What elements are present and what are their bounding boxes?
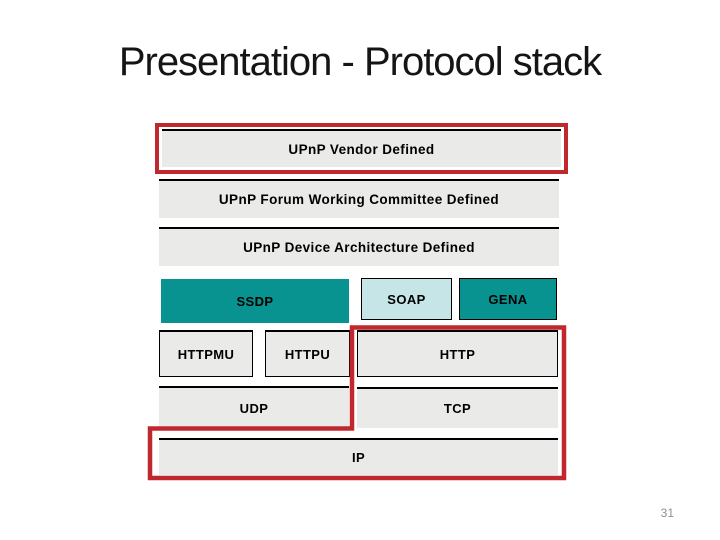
page-number: 31 xyxy=(660,506,674,520)
upnp-vendor-defined-layer: UPnP Vendor Defined xyxy=(162,129,561,167)
udp-protocol-box: UDP xyxy=(159,386,349,428)
ssdp-protocol-box: SSDP xyxy=(161,279,349,323)
gena-protocol-box: GENA xyxy=(459,278,557,320)
upnp-vendor-defined-highlight-box: UPnP Vendor Defined xyxy=(155,123,568,174)
httpu-protocol-box: HTTPU xyxy=(265,330,350,377)
soap-protocol-box: SOAP xyxy=(361,278,452,320)
httpmu-protocol-box: HTTPMU xyxy=(159,330,253,377)
tcp-protocol-box: TCP xyxy=(357,387,558,428)
slide-title: Presentation - Protocol stack xyxy=(118,40,602,84)
http-protocol-box: HTTP xyxy=(357,330,558,377)
upnp-forum-working-committee-layer: UPnP Forum Working Committee Defined xyxy=(159,179,559,218)
upnp-device-architecture-layer: UPnP Device Architecture Defined xyxy=(159,227,559,266)
ip-protocol-box: IP xyxy=(159,438,558,475)
